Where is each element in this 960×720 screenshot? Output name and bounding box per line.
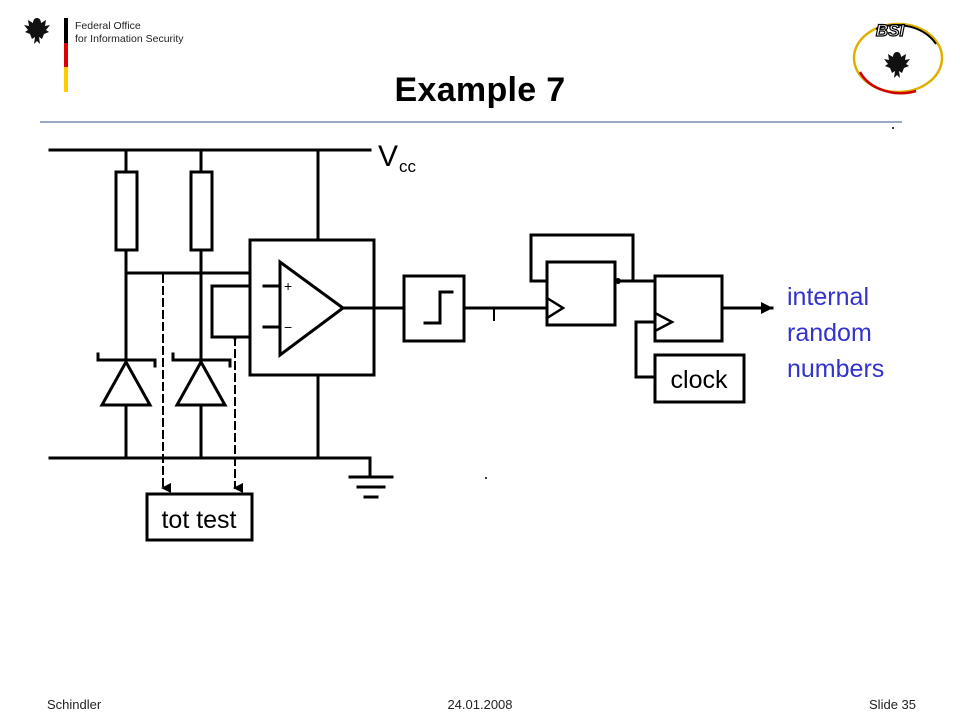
office-name: Federal Office for Information Security	[75, 20, 184, 46]
resistor-2	[189, 170, 214, 252]
tot-test-label: tot test	[161, 506, 236, 534]
comparator-minus-label: −	[284, 319, 292, 335]
noise-diode-1	[96, 352, 157, 460]
output-note-line3: numbers	[787, 355, 885, 383]
footer-slide-number: Slide 35	[869, 697, 916, 712]
federal-office-logo: Federal Office for Information Security	[20, 14, 200, 92]
ground-symbol-icon	[348, 456, 394, 499]
footer-author: Schindler	[47, 697, 102, 712]
tot-test-box	[145, 492, 254, 542]
office-name-line2: for Information Security	[75, 33, 184, 45]
output-note-line2: random	[787, 319, 872, 347]
bsi-logo-text: BSI	[876, 21, 906, 40]
vcc-subscript: cc	[399, 157, 417, 176]
title-underline	[40, 121, 902, 123]
output-note: internal random numbers	[787, 279, 884, 387]
clock-label: clock	[671, 366, 728, 394]
vcc-label: V	[378, 140, 398, 173]
comparator-plus-label: +	[284, 278, 292, 294]
flip-flop-1	[545, 260, 617, 327]
resistor-1	[114, 170, 139, 252]
noise-diode-2	[171, 352, 232, 460]
bsi-eagle-icon	[884, 52, 910, 78]
output-note-line1: internal	[787, 283, 869, 311]
office-name-line1: Federal Office	[75, 20, 141, 32]
flip-flop-2	[653, 274, 724, 343]
comparator-triangle	[278, 259, 346, 358]
german-flag-bar	[64, 18, 68, 92]
slide-title: Example 7	[394, 71, 566, 109]
schmitt-trigger-symbol	[423, 290, 454, 325]
bsi-logo: BSI	[852, 20, 944, 95]
clock-box	[653, 353, 746, 404]
federal-eagle-icon	[24, 18, 50, 44]
schmitt-trigger-box	[402, 274, 466, 343]
footer-date: 24.01.2008	[447, 697, 513, 712]
